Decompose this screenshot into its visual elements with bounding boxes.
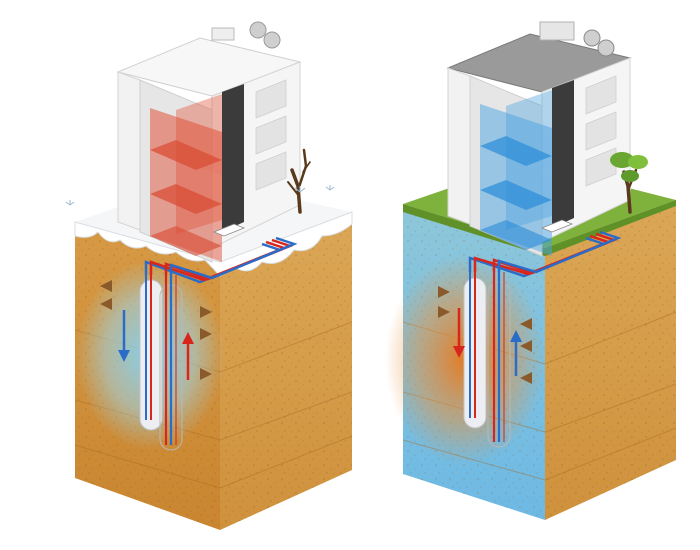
summer-scene [385,21,677,520]
winter-scene [65,21,353,530]
winter-snow-edge [74,211,353,277]
summer-roof-vent-1 [583,29,601,47]
winter-tree [287,148,311,214]
summer-building-recess [552,80,574,228]
winter-building-left-wall [117,71,141,231]
winter-building [116,21,302,263]
summer-roof-vent-2 [597,39,615,57]
winter-heat-flow-arrows [100,280,212,380]
summer-tree [610,152,648,214]
winter-flow-arrows [118,310,194,380]
winter-borehole-group [139,275,183,451]
summer-flow-arrows [453,308,522,376]
winter-heat-pump [212,223,246,237]
winter-heated-floors [150,94,222,262]
summer-heat-flow-arrows [438,286,532,384]
winter-windows [255,79,287,191]
summer-supply-pipes [468,230,622,278]
summer-building [446,21,632,257]
summer-heat-pump [540,219,574,233]
winter-roof-vent-1 [249,21,267,39]
summer-borehole-group [463,272,511,448]
summer-cooled-floors [480,90,552,256]
winter-roof-vent-2 [263,31,281,49]
winter-roof-unit [211,27,235,41]
summer-grass-edge [403,200,676,256]
winter-building-recess [222,84,244,232]
winter-frost [65,185,335,206]
summer-roof-unit [539,21,575,41]
summer-windows [585,75,617,187]
winter-supply-pipes [144,236,298,284]
summer-building-left-wall [447,67,471,225]
